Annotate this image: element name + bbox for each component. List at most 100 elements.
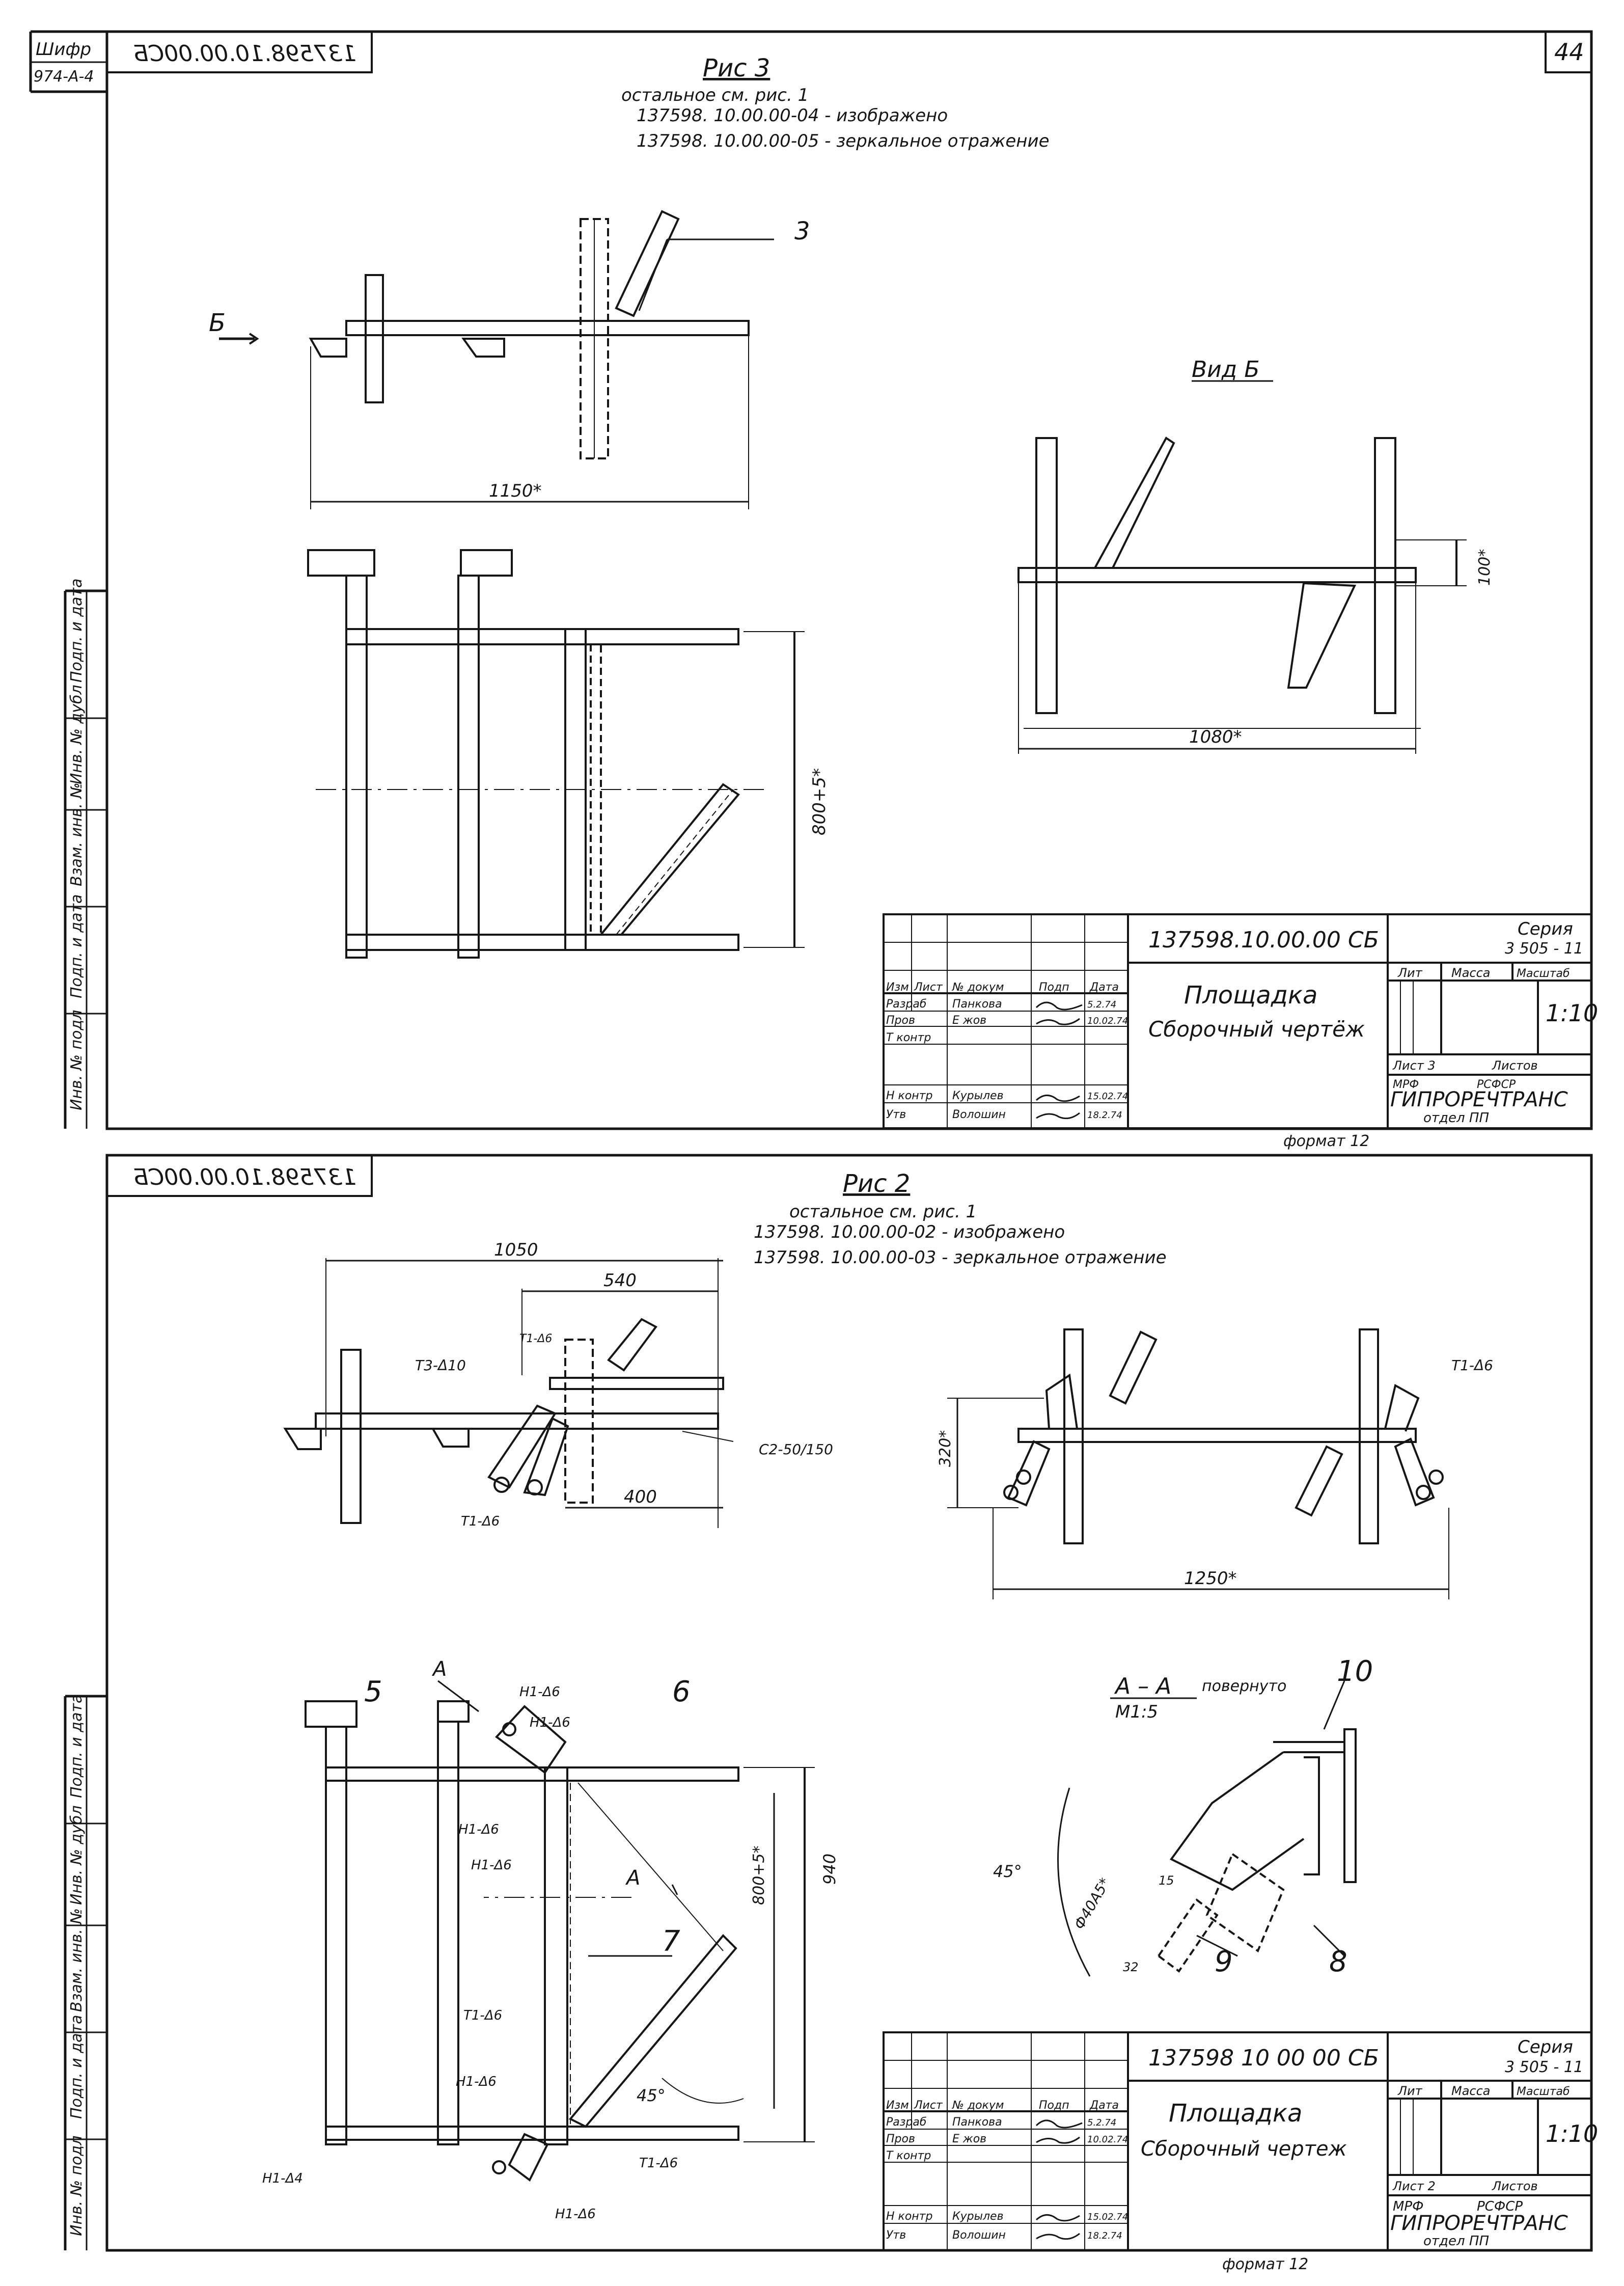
callout-8: 8: [1329, 1945, 1347, 1978]
tb-name: Волошин: [952, 2229, 1006, 2242]
tb-org: МРФ: [1393, 2199, 1424, 2214]
tb-col-scale: Масштаб: [1517, 967, 1570, 980]
margin-label: Взам. инв. №: [68, 782, 86, 886]
dimension-32: 32: [1123, 1960, 1139, 1974]
plan-weld-labels: Н1-Δ6 Н1-Δ6 Н1-Δ6 Н1-Δ6 Т1-Δ6 Н1-Δ6 Т1-Δ…: [262, 1684, 678, 2222]
tb-name: Курылев: [952, 1090, 1004, 1102]
tb-header: Дата: [1089, 2099, 1119, 2112]
weld-label: Т1-Δ6: [639, 2156, 678, 2171]
tb-header: Лист: [914, 981, 943, 994]
tb-description: Сборочный чертеж: [1141, 2137, 1347, 2161]
tb-scale: 1:10: [1546, 999, 1598, 1027]
weld-label: Т1-Δ6: [1451, 1357, 1493, 1374]
tb-name-title: Площадка: [1169, 2099, 1302, 2128]
dimension-940: 940: [820, 1854, 839, 1885]
tb-row: Пров: [886, 1014, 915, 1027]
sheet1-notes: Рис 3 остальное см. рис. 1 137598. 10.00…: [621, 54, 1050, 151]
section-rotated: повернуто: [1202, 1677, 1286, 1695]
dimension-1250: 1250*: [1184, 1568, 1237, 1589]
weld-label: Н1-Δ6: [456, 2074, 497, 2089]
margin-label: Инв. № подл: [68, 2136, 86, 2236]
tb-sheets-label: Листов: [1492, 1058, 1538, 1073]
weld-label: Н1-Δ6: [530, 1715, 570, 1730]
dimension-100: 100*: [1476, 549, 1494, 586]
margin-labels: Подп. и дата Инв. № дубл Взам. инв. № По…: [65, 579, 107, 2250]
dimension-15: 15: [1159, 1873, 1174, 1888]
tb-org: РСФСР: [1477, 1078, 1516, 1091]
tb-date: 15.02.74: [1087, 1091, 1128, 1102]
dimension-320: 320*: [937, 1430, 954, 1467]
page-number: 44: [1554, 38, 1584, 66]
note-line: остальное см. рис. 1: [789, 1202, 977, 1222]
weld-label: Т1-Δ6: [461, 1514, 500, 1529]
sheet2-notes: Рис 2 остальное см. рис. 1 137598. 10.00…: [754, 1169, 1167, 1268]
profile-label: С2-50/150: [759, 1441, 833, 1458]
plan-view-1: [307, 549, 805, 959]
tb-col-scale: Масштаб: [1517, 2085, 1570, 2098]
plan-view-2: [305, 1680, 815, 2182]
section-marker: А: [625, 1866, 640, 1890]
tb-org: РСФСР: [1477, 2199, 1523, 2214]
format-label: формат 12: [1283, 1132, 1369, 1150]
tb-name-title: Площадка: [1184, 981, 1317, 1010]
tb-row: Утв: [886, 1108, 906, 1121]
tb-date: 5.2.74: [1087, 2117, 1116, 2128]
view-b: [1017, 380, 1467, 754]
frames: [29, 30, 1593, 2252]
tb-row: Н контр: [886, 1090, 932, 1102]
tb-row: Н контр: [886, 2210, 932, 2223]
margin-label: Инв. № дубл: [68, 685, 86, 784]
tb-header: № докум: [952, 2099, 1004, 2112]
callout-7: 7: [662, 1925, 680, 1958]
note-line: остальное см. рис. 1: [621, 85, 809, 105]
format-label: формат 12: [1222, 2255, 1308, 2273]
tb-date: 5.2.74: [1087, 999, 1116, 1010]
tb-name: Е жов: [952, 2133, 986, 2145]
tb-sheet: Лист 2: [1392, 2179, 1436, 2193]
margin-label: Инв. № дубл: [68, 1805, 86, 1905]
sheet-code-label: Шифр: [36, 39, 91, 60]
dimension-800: 800+5*: [809, 768, 830, 835]
tb-series: 3 505 - 11: [1505, 940, 1583, 958]
tb-header: № докум: [952, 981, 1004, 994]
tb-row: Утв: [886, 2229, 906, 2242]
weld-label: Н1-Δ6: [555, 2207, 596, 2222]
margin-label: Подп. и дата: [68, 894, 86, 998]
weld-label: Н1-Δ4: [262, 2171, 303, 2186]
dimension-1150: 1150*: [489, 481, 542, 501]
tb-sheets-label: Листов: [1492, 2179, 1538, 2193]
tb-row: Т контр: [886, 1031, 931, 1044]
sheet-code-value: 974-А-4: [34, 68, 94, 86]
tb-name: Панкова: [952, 2116, 1002, 2129]
note-line: 137598. 10.00.00-03 - зеркальное отражен…: [754, 1247, 1167, 1268]
tb-series-label: Серия: [1518, 2037, 1573, 2057]
hole-dimension: Ф40А5*: [1070, 1875, 1113, 1932]
stamp-box-1: [106, 31, 373, 73]
elevation-view-2: [283, 1258, 734, 1528]
section-title: А – А: [1114, 1673, 1171, 1699]
stamp-box-2: [106, 1154, 373, 1197]
tb-row: Разраб: [886, 2116, 926, 2129]
weld-label: Н1-Δ6: [519, 1684, 560, 1700]
tb-row: Разраб: [886, 998, 926, 1011]
weld-label: Т1-Δ6: [519, 1332, 552, 1345]
tb-doc-number: 137598.10.00.00 СБ: [1148, 927, 1379, 953]
angle-label: 45°: [637, 2086, 666, 2105]
view-arrow-label: Б: [209, 309, 226, 337]
title-block-1: Изм Лист № докум Подп Дата Разраб Пров Т…: [883, 913, 1598, 1129]
callout-6: 6: [672, 1675, 691, 1708]
tb-org-name: ГИПРОРЕЧТРАНС: [1390, 1088, 1568, 1111]
dimension-400: 400: [624, 1487, 657, 1507]
tb-header: Подп: [1039, 981, 1069, 994]
callout-3: 3: [794, 217, 810, 246]
side-view-2: [947, 1328, 1449, 1599]
tb-date: 18.2.74: [1087, 1110, 1122, 1121]
note-line: 137598. 10.00.00-05 - зеркальное отражен…: [637, 131, 1050, 151]
section-marker: А: [431, 1657, 447, 1681]
tb-name: Курылев: [952, 2210, 1004, 2223]
tb-header: Изм: [886, 981, 909, 994]
tb-col-lit: Лит: [1397, 966, 1423, 980]
figure-title: Рис 3: [703, 54, 770, 83]
page-number-box: [1545, 31, 1592, 73]
